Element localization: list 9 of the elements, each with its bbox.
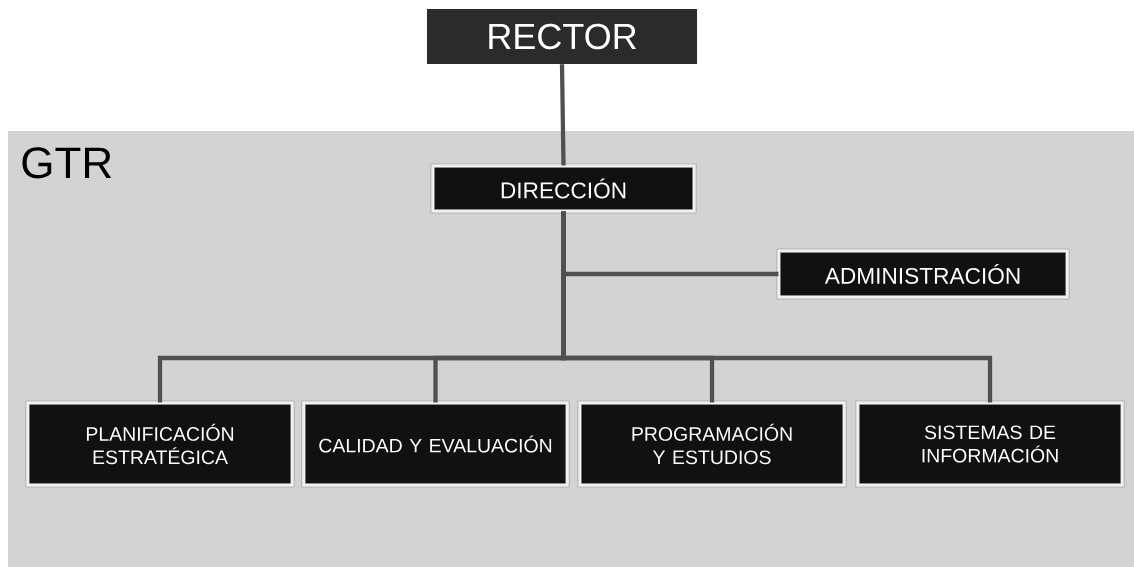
unit-box: PLANIFICACIÓN ESTRATÉGICA — [25, 400, 295, 488]
title-box: RECTOR — [427, 9, 697, 64]
connector-line — [561, 211, 993, 403]
unit-box: ADMINISTRACIÓN — [776, 248, 1070, 300]
unit-box: DIRECCIÓN — [430, 163, 697, 214]
connector-line — [559, 64, 566, 166]
unit-box: PROGRAMACIÓN Y ESTUDIOS — [577, 400, 847, 488]
unit-box: SISTEMAS DE INFORMACIÓN — [855, 400, 1125, 488]
unit-box: CALIDAD Y EVALUACIÓN — [301, 400, 570, 488]
